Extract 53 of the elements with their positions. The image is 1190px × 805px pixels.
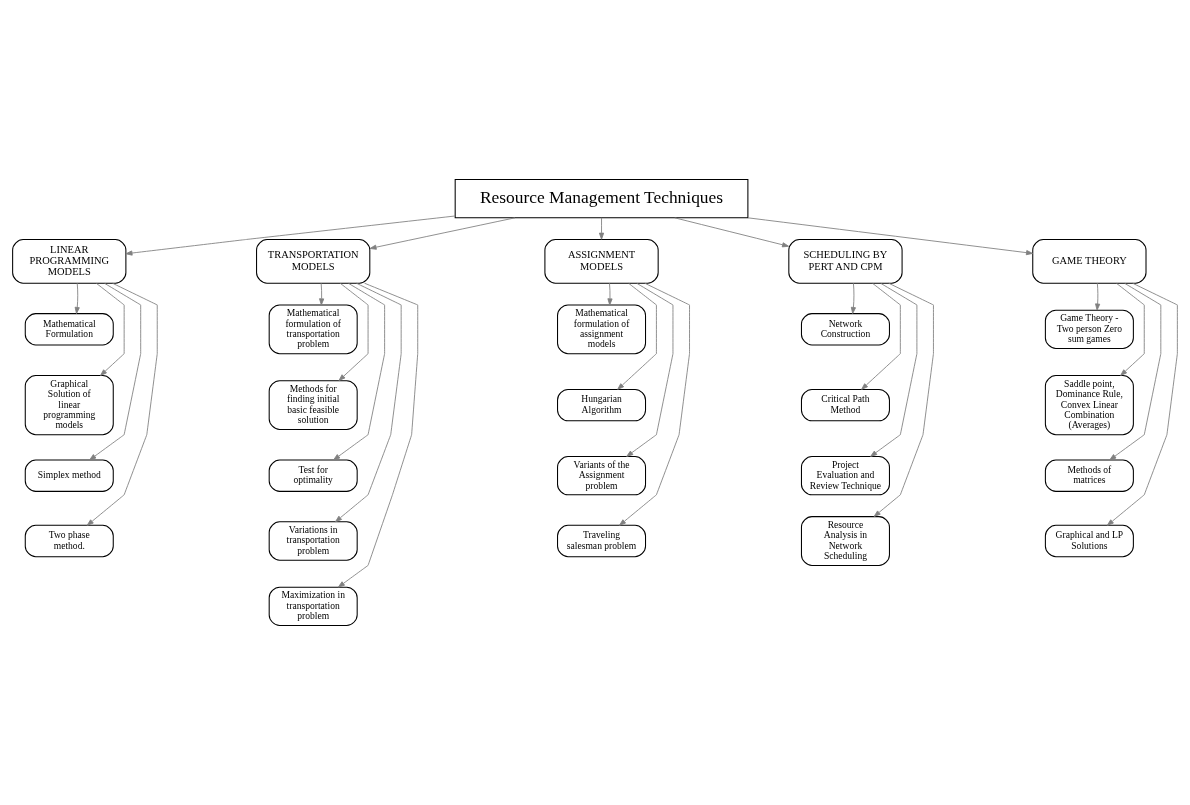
arrow <box>617 282 657 390</box>
node-box: Two phase method. <box>24 524 114 558</box>
arrow <box>1109 282 1162 461</box>
arrow <box>95 282 125 376</box>
arrow <box>335 282 402 523</box>
arrow <box>850 282 856 314</box>
node-box: Hungarian Algorithm <box>557 388 647 422</box>
node-box: Network Construction <box>800 313 890 346</box>
node-box: Methods of matrices <box>1044 459 1134 492</box>
node-box: Graphical and LP Solutions <box>1044 524 1134 558</box>
node-box: Variations in transportation problem <box>268 521 358 561</box>
arrow <box>338 282 369 381</box>
arrow <box>333 282 386 461</box>
node-box: Traveling salesman problem <box>557 524 647 558</box>
arrow <box>1095 282 1101 311</box>
arrow <box>861 282 901 390</box>
arrow <box>1116 282 1145 376</box>
node-box: Project Evaluation and Review Technique <box>800 456 890 496</box>
node-box: Graphical Solution of linear programming models <box>24 374 114 436</box>
arrow <box>607 282 613 306</box>
node-box: Game Theory - Two person Zero sum games <box>1044 309 1134 349</box>
arrow <box>619 282 690 526</box>
arrow <box>369 217 516 250</box>
node-box: Mathematical formulation of transportation problem <box>268 304 358 355</box>
node-box: Mathematical formulation of assignment models <box>557 304 647 355</box>
arrow <box>674 217 790 248</box>
node-box: Critical Path Method <box>800 388 890 422</box>
arrow <box>319 282 325 306</box>
node-box: Simplex method <box>24 459 114 492</box>
node-box: Methods for finding initial basic feasible solution <box>268 380 358 431</box>
arrow <box>626 282 674 457</box>
node-box: Maximization in transportation problem <box>268 586 358 627</box>
node-box: Resource Management Techniques <box>454 178 749 219</box>
node-box: ASSIGNMENT MODELS <box>544 239 659 284</box>
arrow <box>598 217 605 240</box>
arrow <box>74 282 80 314</box>
node-box: TRANSPORTATION MODELS <box>256 239 371 284</box>
arrow <box>747 217 1033 256</box>
node-box: Saddle point, Dominance Rule, Convex Linear Combination (Averages) <box>1044 374 1134 436</box>
arrow <box>89 282 142 461</box>
node-box: Variants of the Assignment problem <box>557 456 647 496</box>
node-box: SCHEDULING BY PERT AND CPM <box>788 239 903 284</box>
node-box: Resource Analysis in Network Scheduling <box>800 516 890 566</box>
arrow <box>125 215 456 256</box>
arrow <box>870 282 918 457</box>
arrow <box>873 282 934 517</box>
node-box: Test for optimality <box>268 459 358 492</box>
node-box: LINEAR PROGRAMMING MODELS <box>12 239 127 284</box>
arrow <box>86 282 158 526</box>
node-box: GAME THEORY <box>1032 239 1147 284</box>
arrow <box>337 282 419 588</box>
arrow <box>1106 282 1178 526</box>
node-box: Mathematical Formulation <box>24 313 114 346</box>
